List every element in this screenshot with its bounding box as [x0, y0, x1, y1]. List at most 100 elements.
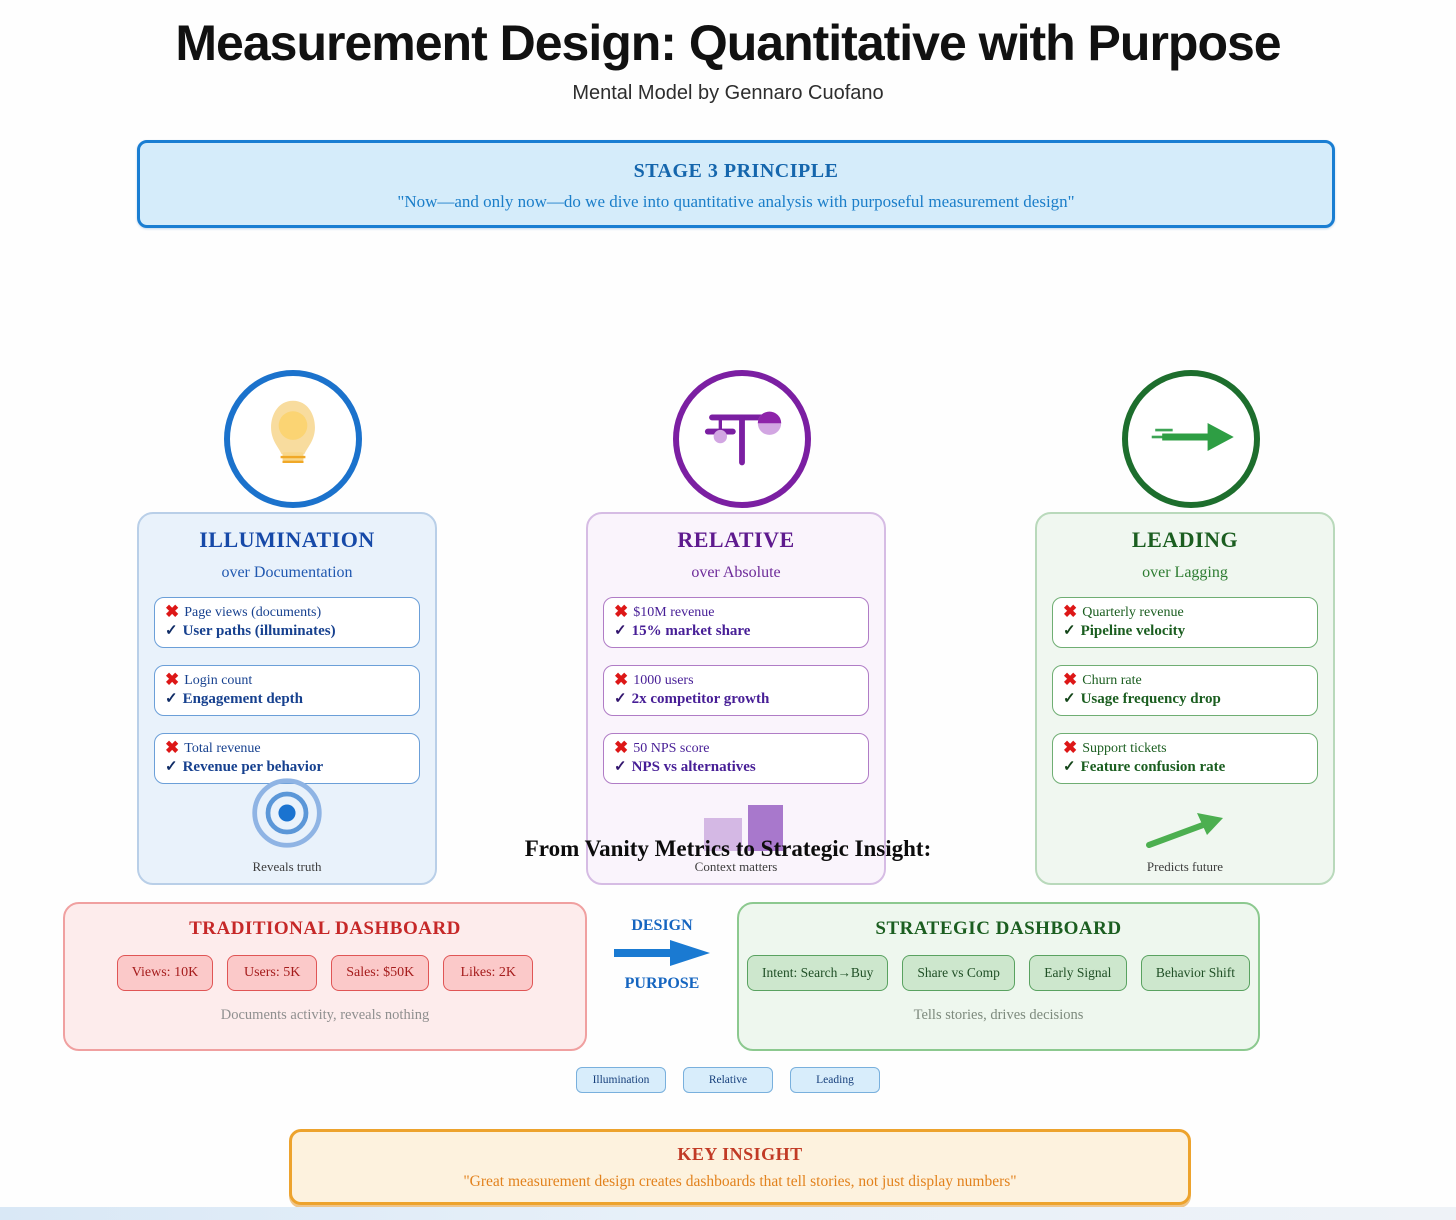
bottom-strip: [0, 1207, 1456, 1220]
traditional-chip-row: Views: 10K Users: 5K Sales: $50K Likes: …: [65, 955, 585, 991]
leading-subtitle: over Lagging: [1142, 564, 1228, 581]
strategic-dashboard: STRATEGIC DASHBOARD Intent: Search→Buy S…: [737, 902, 1260, 1051]
bullseye-icon: [139, 775, 435, 851]
bar-chart-icon: [588, 805, 884, 851]
stage-principle-quote: "Now—and only now—do we dive into quanti…: [397, 192, 1075, 211]
bad-metric: Page views (documents): [184, 605, 322, 620]
x-icon: ✖: [165, 602, 180, 621]
bad-metric: Quarterly revenue: [1082, 605, 1184, 620]
x-icon: ✖: [614, 602, 629, 621]
check-icon: ✓: [165, 759, 178, 775]
balance-scale-icon: [692, 397, 792, 482]
illumination-title: ILLUMINATION: [199, 527, 375, 552]
check-icon: ✓: [614, 691, 627, 707]
metric-pair: ✖1000 users ✓2x competitor growth: [603, 665, 869, 716]
relative-subtitle: over Absolute: [691, 564, 781, 581]
illumination-card: ILLUMINATION over Documentation ✖ Page vi…: [137, 512, 437, 885]
leading-items: ✖Quarterly revenue ✓Pipeline velocity ✖C…: [1037, 597, 1333, 784]
x-icon: ✖: [165, 670, 180, 689]
metric-pair: ✖ $10M revenue ✓15% market share: [603, 597, 869, 648]
metric-chip-early-signal: Early Signal: [1028, 955, 1127, 991]
stage-principle-title: STAGE 3 PRINCIPLE: [633, 160, 839, 182]
check-icon: ✓: [614, 759, 627, 775]
right-arrow-icon: [607, 939, 717, 972]
illumination-circle: [224, 370, 362, 508]
bad-metric: Login count: [184, 673, 253, 688]
relative-caption: Context matters: [694, 859, 778, 874]
trend-arrow-icon: [1037, 811, 1333, 851]
good-metric: User paths (illuminates): [182, 623, 336, 639]
transition-heading: From Vanity Metrics to Strategic Insight…: [524, 836, 932, 861]
page-subtitle: Mental Model by Gennaro Cuofano: [572, 82, 884, 104]
check-icon: ✓: [1063, 623, 1076, 639]
traditional-dashboard: TRADITIONAL DASHBOARD Views: 10K Users: …: [63, 902, 587, 1051]
metric-chip-views: Views: 10K: [116, 955, 214, 991]
illumination-caption: Reveals truth: [252, 859, 322, 874]
key-insight-box: KEY INSIGHT "Great measurement design cr…: [289, 1129, 1191, 1205]
leading-title: LEADING: [1131, 527, 1239, 552]
metric-pair: ✖ Support tickets ✓Feature confusion rate: [1052, 733, 1318, 784]
metric-pair: ✖ Churn rate ✓Usage frequency drop: [1052, 665, 1318, 716]
x-icon: ✖: [165, 738, 180, 757]
check-icon: ✓: [165, 623, 178, 639]
x-icon: ✖: [614, 738, 629, 757]
check-icon: ✓: [1063, 691, 1076, 707]
purpose-label: PURPOSE: [624, 975, 700, 992]
leading-card: LEADING over Lagging ✖ Quarterly revenue …: [1035, 512, 1335, 885]
metric-pair: ✖ Total revenue ✓Revenue per behavior: [154, 733, 420, 784]
legend-item-illumination: Illumination: [576, 1067, 666, 1093]
legend: Illumination Relative Leading: [0, 1067, 1456, 1093]
metric-pair: ✖ Login count ✓Engagement depth: [154, 665, 420, 716]
traditional-caption: Documents activity, reveals nothing: [220, 1007, 430, 1023]
x-icon: ✖: [1063, 670, 1078, 689]
check-icon: ✓: [165, 691, 178, 707]
metric-chip-sales: Sales: $50K: [331, 955, 430, 991]
metric-chip-behavior-shift: Behavior Shift: [1140, 955, 1250, 991]
strategic-dashboard-title: STRATEGIC DASHBOARD: [875, 918, 1122, 939]
bad-metric: 1000 users: [633, 673, 694, 688]
good-metric: Pipeline velocity: [1080, 623, 1186, 639]
check-icon: ✓: [614, 623, 627, 639]
bad-metric: Support tickets: [1082, 741, 1167, 756]
lightbulb-icon: [254, 395, 332, 484]
good-metric: Engagement depth: [182, 691, 304, 707]
good-metric: Feature confusion rate: [1080, 759, 1226, 775]
speed-arrow-icon: [1143, 409, 1239, 470]
strategic-chip-row: Intent: Search→Buy Share vs Comp Early S…: [739, 955, 1258, 991]
key-insight-quote: "Great measurement design creates dashbo…: [463, 1173, 1017, 1190]
bad-metric: 50 NPS score: [633, 741, 710, 756]
relative-card: RELATIVE over Absolute ✖$10M revenue ✓15…: [586, 512, 886, 885]
metric-pair: ✖ 50 NPS score ✓NPS vs alternatives: [603, 733, 869, 784]
good-metric: 15% market share: [631, 623, 751, 639]
relative-title: RELATIVE: [677, 527, 795, 552]
relative-circle: [673, 370, 811, 508]
stage-principle-box: STAGE 3 PRINCIPLE "Now—and only now—do w…: [137, 140, 1335, 228]
metric-chip-users: Users: 5K: [227, 955, 318, 991]
metric-pair: ✖ Page views (documents) ✓User paths (ill…: [154, 597, 420, 648]
design-label: DESIGN: [631, 917, 693, 934]
x-icon: ✖: [1063, 738, 1078, 757]
bad-metric: $10M revenue: [633, 605, 715, 620]
check-icon: ✓: [1063, 759, 1076, 775]
illumination-subtitle: over Documentation: [221, 564, 353, 581]
metric-chip-share: Share vs Comp: [902, 955, 1015, 991]
key-insight-title: KEY INSIGHT: [677, 1144, 803, 1164]
bad-metric: Total revenue: [184, 741, 261, 756]
metric-pair: ✖ Quarterly revenue ✓Pipeline velocity: [1052, 597, 1318, 648]
strategic-caption: Tells stories, drives decisions: [913, 1007, 1084, 1023]
good-metric: Usage frequency drop: [1080, 691, 1221, 707]
good-metric: 2x competitor growth: [631, 691, 770, 707]
illumination-items: ✖Page views (documents) ✓User paths (ill…: [139, 597, 435, 784]
x-icon: ✖: [1063, 602, 1078, 621]
legend-item-relative: Relative: [683, 1067, 773, 1093]
good-metric: Revenue per behavior: [182, 759, 324, 775]
design-purpose-arrow: DESIGN PURPOSE: [607, 917, 717, 993]
good-metric: NPS vs alternatives: [631, 759, 756, 775]
legend-item-leading: Leading: [790, 1067, 880, 1093]
bad-metric: Churn rate: [1082, 673, 1142, 688]
leading-caption: Predicts future: [1146, 859, 1224, 874]
metric-chip-likes: Likes: 2K: [443, 955, 534, 991]
page-title: Measurement Design: Quantitative with Pu…: [175, 15, 1281, 71]
traditional-dashboard-title: TRADITIONAL DASHBOARD: [189, 918, 461, 939]
relative-items: ✖$10M revenue ✓15% market share ✖1000 us…: [588, 597, 884, 784]
